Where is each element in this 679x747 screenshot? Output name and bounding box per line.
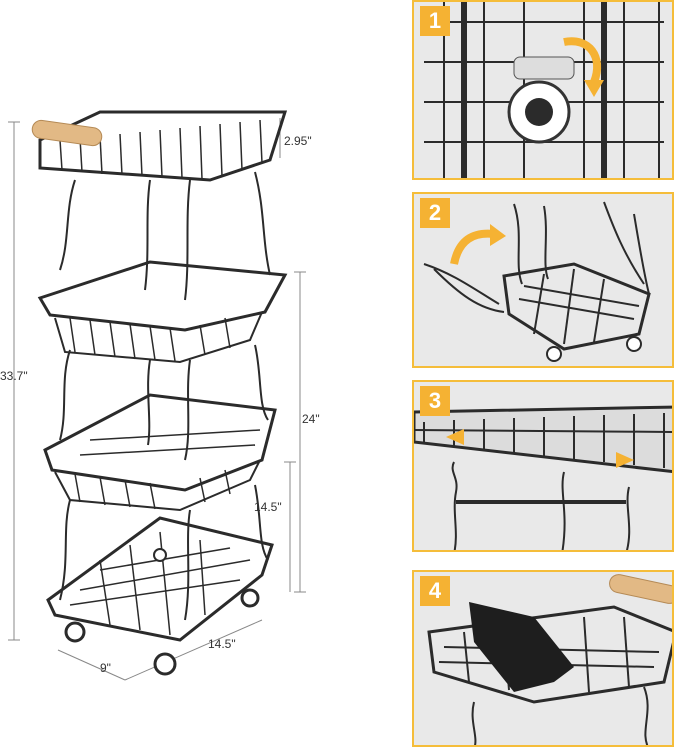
length-label: 14.5" (208, 637, 236, 651)
top-basket-depth-label: 2.95" (284, 134, 312, 148)
step-2-panel: 2 (412, 192, 674, 368)
step-3-panel: 3 (412, 380, 674, 552)
cart-drawing (8, 110, 306, 681)
lower-height-label: 24" (302, 412, 320, 426)
product-illustration: 2.95" 33.7" 24" 14.5" 9" 14.5" (0, 110, 320, 681)
bottom-tier-height-label: 14.5" (254, 500, 282, 514)
step-1-illustration (424, 2, 664, 178)
step-2-illustration (423, 201, 651, 362)
step-3-illustration (414, 405, 672, 550)
step-2-badge: 2 (420, 198, 450, 228)
step-3-badge: 3 (420, 386, 450, 416)
step-4-badge: 4 (420, 576, 450, 606)
total-height-label: 33.7" (0, 369, 28, 383)
step-1-badge: 1 (420, 6, 450, 36)
width-label: 9" (100, 661, 111, 675)
step-4-panel: 4 (412, 570, 674, 747)
step-4-illustration (427, 574, 672, 745)
step-1-panel: 1 (412, 0, 674, 180)
